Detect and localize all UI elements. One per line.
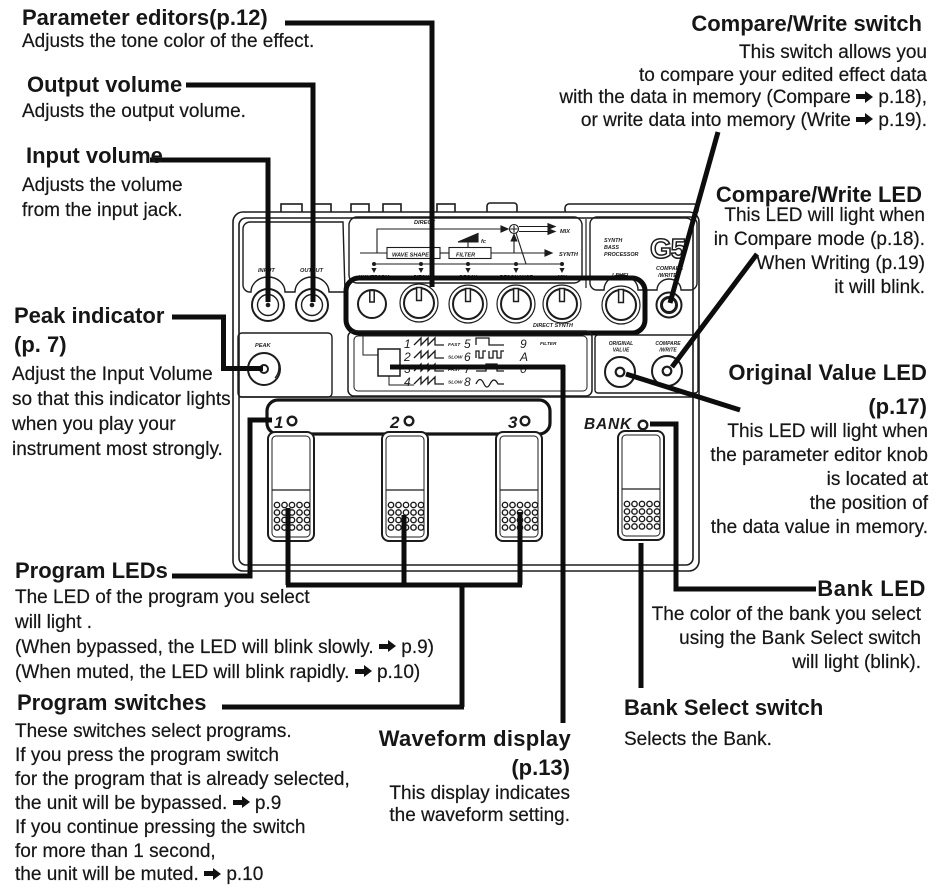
svg-text:8: 8 bbox=[464, 375, 471, 389]
svg-text:3: 3 bbox=[508, 413, 518, 432]
svg-text:fc: fc bbox=[481, 239, 487, 245]
svg-text:FAST: FAST bbox=[448, 342, 461, 348]
svg-text:PEAK: PEAK bbox=[255, 343, 272, 349]
svg-text:2: 2 bbox=[389, 413, 400, 432]
svg-text:A: A bbox=[519, 350, 528, 364]
svg-text:FILTER: FILTER bbox=[540, 341, 557, 347]
svg-text:COMPARE: COMPARE bbox=[656, 266, 684, 272]
svg-text:9: 9 bbox=[520, 337, 527, 351]
svg-text:5: 5 bbox=[464, 337, 471, 351]
svg-text:VALUE: VALUE bbox=[613, 348, 630, 354]
svg-text:BASS: BASS bbox=[604, 245, 619, 251]
svg-text:PROCESSOR: PROCESSOR bbox=[604, 252, 639, 258]
svg-text:SYNTH: SYNTH bbox=[559, 252, 579, 258]
svg-text:SYNTH: SYNTH bbox=[604, 238, 622, 244]
svg-text:SLOW: SLOW bbox=[448, 380, 463, 386]
svg-text:4: 4 bbox=[404, 375, 411, 389]
svg-text:1: 1 bbox=[404, 337, 411, 351]
svg-text:/WRITE: /WRITE bbox=[658, 348, 677, 354]
svg-text:FAST: FAST bbox=[448, 367, 461, 373]
svg-text:WAVE SHAPE: WAVE SHAPE bbox=[392, 253, 429, 259]
svg-text:DIRECT SYNTH: DIRECT SYNTH bbox=[533, 323, 573, 329]
svg-text:COMPARE: COMPARE bbox=[655, 341, 681, 347]
svg-text:SLOW: SLOW bbox=[448, 355, 463, 361]
svg-text:2: 2 bbox=[403, 350, 411, 364]
svg-text:DIRECT: DIRECT bbox=[414, 220, 435, 226]
svg-text:ORIGINAL: ORIGINAL bbox=[609, 341, 633, 347]
svg-text:FILTER: FILTER bbox=[456, 253, 475, 259]
svg-text:BANK: BANK bbox=[584, 416, 633, 433]
svg-text:1: 1 bbox=[274, 413, 283, 432]
svg-text:/WRITE: /WRITE bbox=[657, 273, 677, 279]
svg-text:6: 6 bbox=[464, 350, 471, 364]
svg-text:MIX: MIX bbox=[560, 229, 571, 235]
